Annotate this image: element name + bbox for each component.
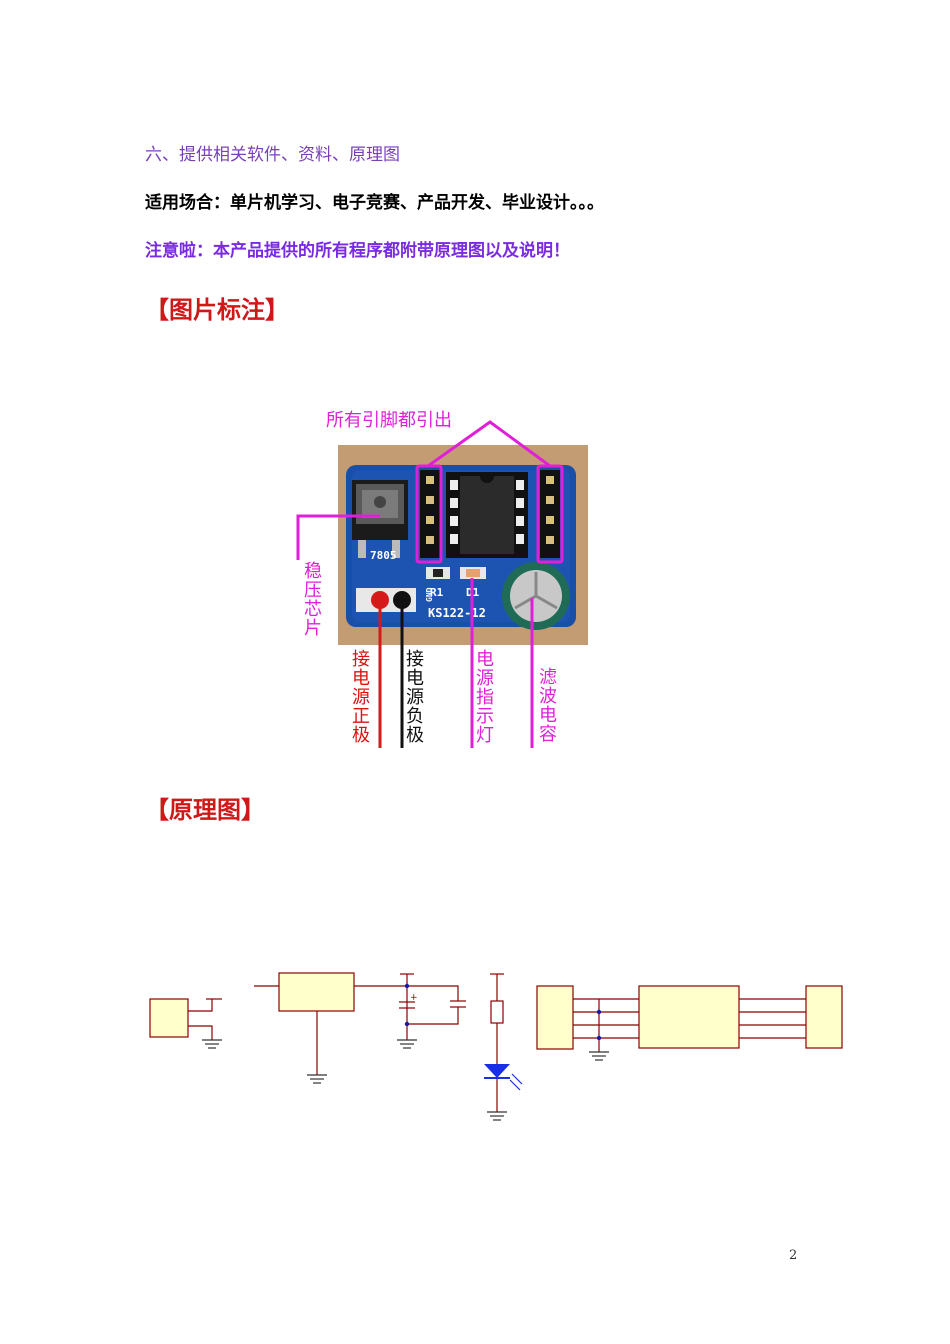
silk-board: KS122-12: [428, 606, 486, 620]
callout-power-negative: 接电源负极: [406, 649, 424, 746]
svg-text:+: +: [410, 993, 418, 1003]
callout-power-positive: 接电源正极: [352, 649, 370, 746]
silk-gnd: GND: [425, 587, 434, 602]
positive-wire-end: [371, 591, 389, 609]
pcb-board: [346, 465, 576, 627]
silk-d1: D1: [466, 586, 480, 599]
callout-regulator: 稳压芯片: [304, 561, 322, 639]
callout-power-led: 电源指示灯: [476, 649, 494, 746]
callout-filter-cap: 滤波电容: [539, 667, 557, 745]
usage-line: 适用场合：单片机学习、电子竞赛、产品开发、毕业设计。。。: [145, 193, 604, 213]
item-six-line: 六、提供相关软件、资料、原理图: [145, 145, 400, 165]
dip-socket: [446, 472, 528, 558]
section-heading-annotations: 【图片标注】: [145, 295, 289, 324]
silk-r1: R1: [430, 586, 444, 599]
section-heading-schematic: 【原理图】: [145, 795, 265, 824]
page-number: 2: [789, 1248, 798, 1263]
negative-wire-end: [393, 591, 411, 609]
silk-reg: 7805: [370, 549, 397, 562]
regulator-chip: [352, 480, 408, 540]
filter-capacitor: [502, 562, 570, 630]
notice-line: 注意啦：本产品提供的所有程序都附带原理图以及说明！: [145, 241, 570, 261]
callout-all-pins: 所有引脚都引出: [326, 410, 452, 431]
